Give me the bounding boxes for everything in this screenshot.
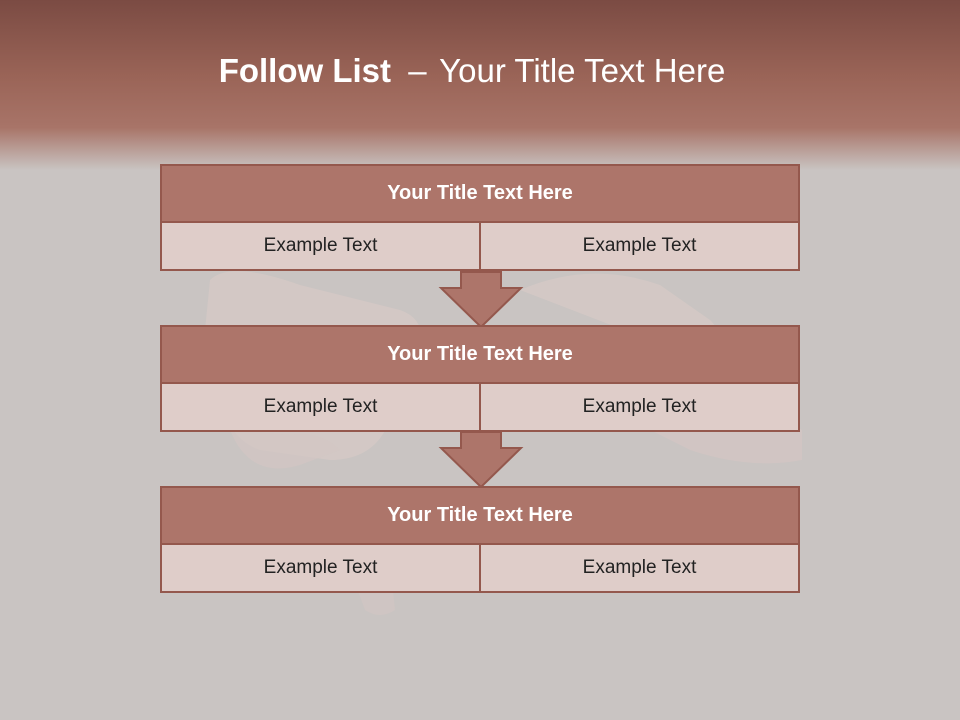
slide-title: Follow List – Your Title Text Here	[0, 52, 944, 90]
step-cell-left: Example Text	[162, 384, 479, 430]
title-dash: –	[408, 52, 427, 89]
step-block-2: Your Title Text Here Example Text Exampl…	[160, 325, 800, 432]
step-title: Your Title Text Here	[162, 327, 798, 384]
down-arrow-icon	[438, 271, 524, 329]
step-cell-right: Example Text	[479, 223, 798, 269]
title-bold: Follow List	[218, 52, 392, 89]
step-title: Your Title Text Here	[162, 166, 798, 223]
step-cell-right: Example Text	[479, 545, 798, 591]
step-cell-left: Example Text	[162, 223, 479, 269]
step-cell-left: Example Text	[162, 545, 479, 591]
step-cell-right: Example Text	[479, 384, 798, 430]
step-block-3: Your Title Text Here Example Text Exampl…	[160, 486, 800, 593]
title-rest: Your Title Text Here	[439, 52, 726, 89]
step-block-1: Your Title Text Here Example Text Exampl…	[160, 164, 800, 271]
header-band	[0, 0, 960, 170]
down-arrow-icon	[438, 431, 524, 489]
step-title: Your Title Text Here	[162, 488, 798, 545]
